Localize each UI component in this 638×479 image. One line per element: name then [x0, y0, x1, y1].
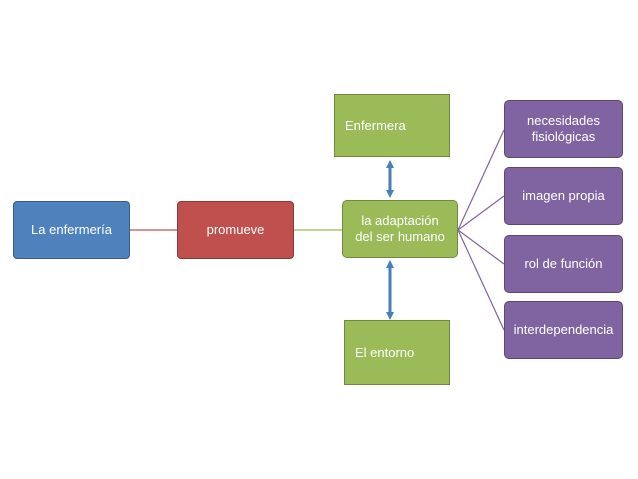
node-imagen-propia: imagen propia: [504, 167, 623, 225]
node-promueve: promueve: [177, 201, 294, 259]
node-enfermera: Enfermera: [334, 94, 450, 157]
connector-adaptacion-interdependencia: [457, 229, 505, 331]
connector-adaptacion-rol: [457, 229, 505, 265]
node-la-enfermeria: La enfermería: [13, 201, 130, 259]
connector-adaptacion-necesidades: [457, 129, 505, 231]
node-interdependencia: interdependencia: [504, 301, 623, 359]
node-necesidades-fisiologicas: necesidades fisiológicas: [504, 100, 623, 158]
connector-adaptacion-imagen: [457, 195, 505, 231]
node-el-entorno: El entorno: [344, 320, 450, 385]
node-adaptacion: la adaptación del ser humano: [342, 200, 458, 258]
node-rol-de-funcion: rol de función: [504, 235, 623, 293]
